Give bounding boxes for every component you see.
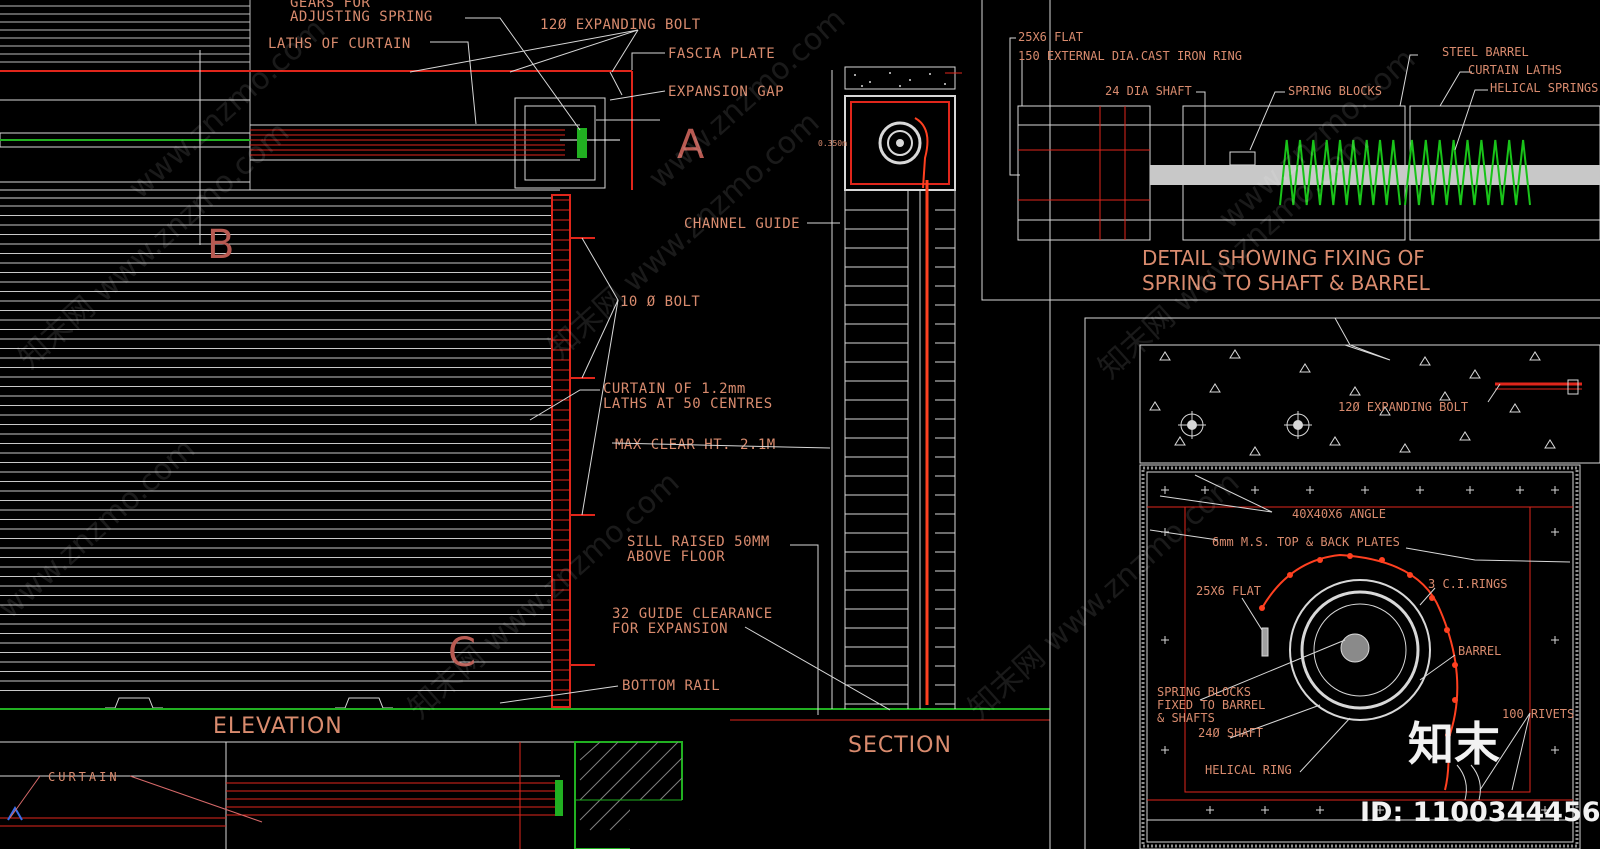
- label-expanding-bolt: 12Ø EXPANDING BOLT: [540, 17, 701, 33]
- detail-label-flat: 25X6 FLAT: [1018, 30, 1083, 44]
- label-adjusting-spring: ADJUSTING SPRING: [290, 9, 433, 25]
- label-curtain-2: LATHS AT 50 CENTRES: [603, 396, 773, 412]
- box-label-barrel: BARREL: [1458, 644, 1501, 658]
- label-laths: LATHS OF CURTAIN: [268, 36, 411, 52]
- section-dim: 0.350m: [818, 139, 847, 148]
- label-expansion-gap: EXPANSION GAP: [668, 84, 784, 100]
- box-label-rings: 3 C.I.RINGS: [1428, 577, 1507, 591]
- section-title: SECTION: [848, 733, 952, 758]
- box-label-bolt: 12Ø EXPANDING BOLT: [1338, 400, 1468, 414]
- detail-label-ring: 150 EXTERNAL DIA.CAST IRON RING: [1018, 49, 1242, 63]
- label-guide-2: FOR EXPANSION: [612, 621, 728, 637]
- label-curtain-plan: CURTAIN: [48, 770, 120, 784]
- detail-label-springs: HELICAL SPRINGS: [1490, 81, 1598, 95]
- image-id: ID: 1100344456: [1360, 797, 1600, 828]
- detail-label-barrel: STEEL BARREL: [1442, 45, 1529, 59]
- elevation-title: ELEVATION: [213, 714, 343, 739]
- section-view: 0.350m SECTION: [818, 66, 962, 758]
- box-label-rivets: 100 RIVETS: [1502, 707, 1574, 721]
- label-channel-guide: CHANNEL GUIDE: [684, 216, 800, 232]
- box-label-flat: 25X6 FLAT: [1196, 584, 1261, 598]
- box-label-blocks-2: FIXED TO BARREL: [1157, 698, 1265, 712]
- detail-title-2: SPRING TO SHAFT & BARREL: [1142, 271, 1431, 295]
- label-curtain-1: CURTAIN OF 1.2mm: [603, 381, 746, 397]
- label-bolt10: 10 Ø BOLT: [620, 294, 700, 310]
- label-gears: GEARS FOR: [290, 0, 370, 11]
- box-label-plates: 6mm M.S. TOP & BACK PLATES: [1212, 535, 1400, 549]
- label-sill-2: ABOVE FLOOR: [627, 549, 725, 565]
- marker-b: B: [207, 222, 234, 268]
- curtain-laths: [0, 205, 552, 691]
- box-label-blocks-3: & SHAFTS: [1157, 711, 1215, 725]
- plan-view: CURTAIN: [0, 741, 685, 849]
- label-fascia: FASCIA PLATE: [668, 46, 775, 62]
- marker-a: A: [677, 122, 705, 168]
- detail-label-shaft: 24 DIA SHAFT: [1105, 84, 1192, 98]
- detail-label-laths: CURTAIN LATHS: [1468, 63, 1562, 77]
- marker-c: C: [448, 630, 476, 676]
- box-label-blocks-1: SPRING BLOCKS: [1157, 685, 1251, 699]
- elevation-labels: GEARS FOR ADJUSTING SPRING 12Ø EXPANDING…: [268, 0, 891, 715]
- box-label-angle: 40X40X6 ANGLE: [1292, 507, 1386, 521]
- box-detail: 12Ø EXPANDING BOLT 40X40X6 ANGLE 6mm M.S…: [1085, 317, 1600, 849]
- label-bottom-rail: BOTTOM RAIL: [622, 678, 720, 694]
- detail-label-blocks: SPRING BLOCKS: [1288, 84, 1382, 98]
- detail-title-1: DETAIL SHOWING FIXING OF: [1142, 246, 1425, 270]
- label-sill-1: SILL RAISED 50MM: [627, 534, 770, 550]
- label-guide-1: 32 GUIDE CLEARANCE: [612, 606, 773, 622]
- box-label-helical: HELICAL RING: [1205, 763, 1292, 777]
- box-label-shaft: 24Ø SHAFT: [1198, 726, 1263, 740]
- znzmo-logo: 知末: [1408, 717, 1500, 771]
- spring-detail: 25X6 FLAT 150 EXTERNAL DIA.CAST IRON RIN…: [1009, 30, 1600, 295]
